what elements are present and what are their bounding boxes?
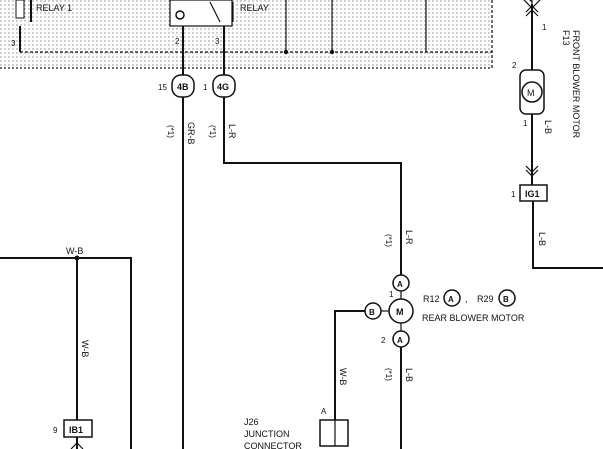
star-label-1: (*1) bbox=[166, 125, 175, 138]
svg-text:IG1: IG1 bbox=[525, 189, 540, 199]
relay1-pin3: 3 bbox=[11, 39, 16, 48]
connector-ig1: IG1 bbox=[519, 184, 548, 202]
star-label-2: (*1) bbox=[208, 125, 217, 138]
relay-pin3: 3 bbox=[215, 37, 220, 46]
svg-text:IB1: IB1 bbox=[69, 425, 83, 435]
ig1-pin: 1 bbox=[511, 190, 516, 199]
rear-motor-pin2: 2 bbox=[381, 336, 386, 345]
f13-pin1-top: 1 bbox=[542, 23, 547, 32]
f13-pin2: 2 bbox=[512, 61, 517, 70]
connector-ib1: IB1 bbox=[63, 419, 93, 438]
front-motor-symbol bbox=[521, 81, 543, 103]
r29-connector bbox=[498, 289, 516, 307]
w-b-wire-main bbox=[0, 257, 132, 449]
l-b-label-2: L-B bbox=[537, 232, 547, 246]
svg-text:B: B bbox=[503, 295, 509, 304]
gr-b-label: GR-B bbox=[186, 122, 196, 145]
svg-text:A: A bbox=[448, 295, 454, 304]
svg-text:4B: 4B bbox=[177, 82, 189, 92]
w-b-label-3: W-B bbox=[338, 368, 348, 385]
relay1-label: RELAY 1 bbox=[36, 3, 72, 13]
rear-blower-motor: A M B A bbox=[364, 274, 414, 348]
j26-pin: A bbox=[321, 407, 327, 416]
relay-pin2: 2 bbox=[175, 37, 180, 46]
rear-motor-pin1: 1 bbox=[389, 290, 394, 299]
l-r-label-1: L-R bbox=[227, 124, 237, 139]
j26-line2: CONNECTOR bbox=[244, 441, 302, 449]
star-label-3: (*1) bbox=[384, 234, 393, 247]
ib1-pin: 9 bbox=[53, 426, 58, 435]
f13-id: F13 bbox=[561, 30, 571, 46]
r12-label: R12 bbox=[423, 294, 440, 304]
star-label-4: (*1) bbox=[384, 368, 393, 381]
j26-connector bbox=[319, 419, 349, 447]
l-r-label-2: L-R bbox=[404, 230, 414, 245]
svg-text:M: M bbox=[527, 88, 535, 98]
l-r-wire bbox=[223, 97, 402, 276]
connector-4g: 4G bbox=[212, 74, 236, 98]
connector-4b: 4B bbox=[171, 74, 195, 98]
svg-text:M: M bbox=[396, 307, 404, 317]
j26-line1: JUNCTION bbox=[244, 429, 290, 439]
svg-text:A: A bbox=[397, 336, 403, 345]
r12-connector bbox=[443, 289, 461, 307]
w-b-label-2: W-B bbox=[80, 340, 90, 357]
w-b-label-1: W-B bbox=[66, 246, 83, 256]
relay-box bbox=[0, 0, 493, 69]
f13-name: FRONT BLOWER MOTOR bbox=[571, 30, 581, 139]
connector-4b-pin: 15 bbox=[158, 83, 167, 92]
r29-label: R29 bbox=[477, 294, 494, 304]
j26-id: J26 bbox=[244, 417, 259, 427]
comma-separator: , bbox=[465, 294, 468, 304]
svg-text:B: B bbox=[369, 308, 375, 317]
connector-4g-pin: 1 bbox=[203, 83, 208, 92]
l-b-label-3: L-B bbox=[404, 368, 414, 382]
f13-pin1-bot: 1 bbox=[523, 119, 528, 128]
l-b-label-1: L-B bbox=[543, 120, 553, 134]
svg-text:4G: 4G bbox=[217, 82, 229, 92]
svg-text:A: A bbox=[397, 280, 403, 289]
rear-motor-label: REAR BLOWER MOTOR bbox=[422, 313, 525, 323]
relay2-label: RELAY bbox=[240, 3, 269, 13]
